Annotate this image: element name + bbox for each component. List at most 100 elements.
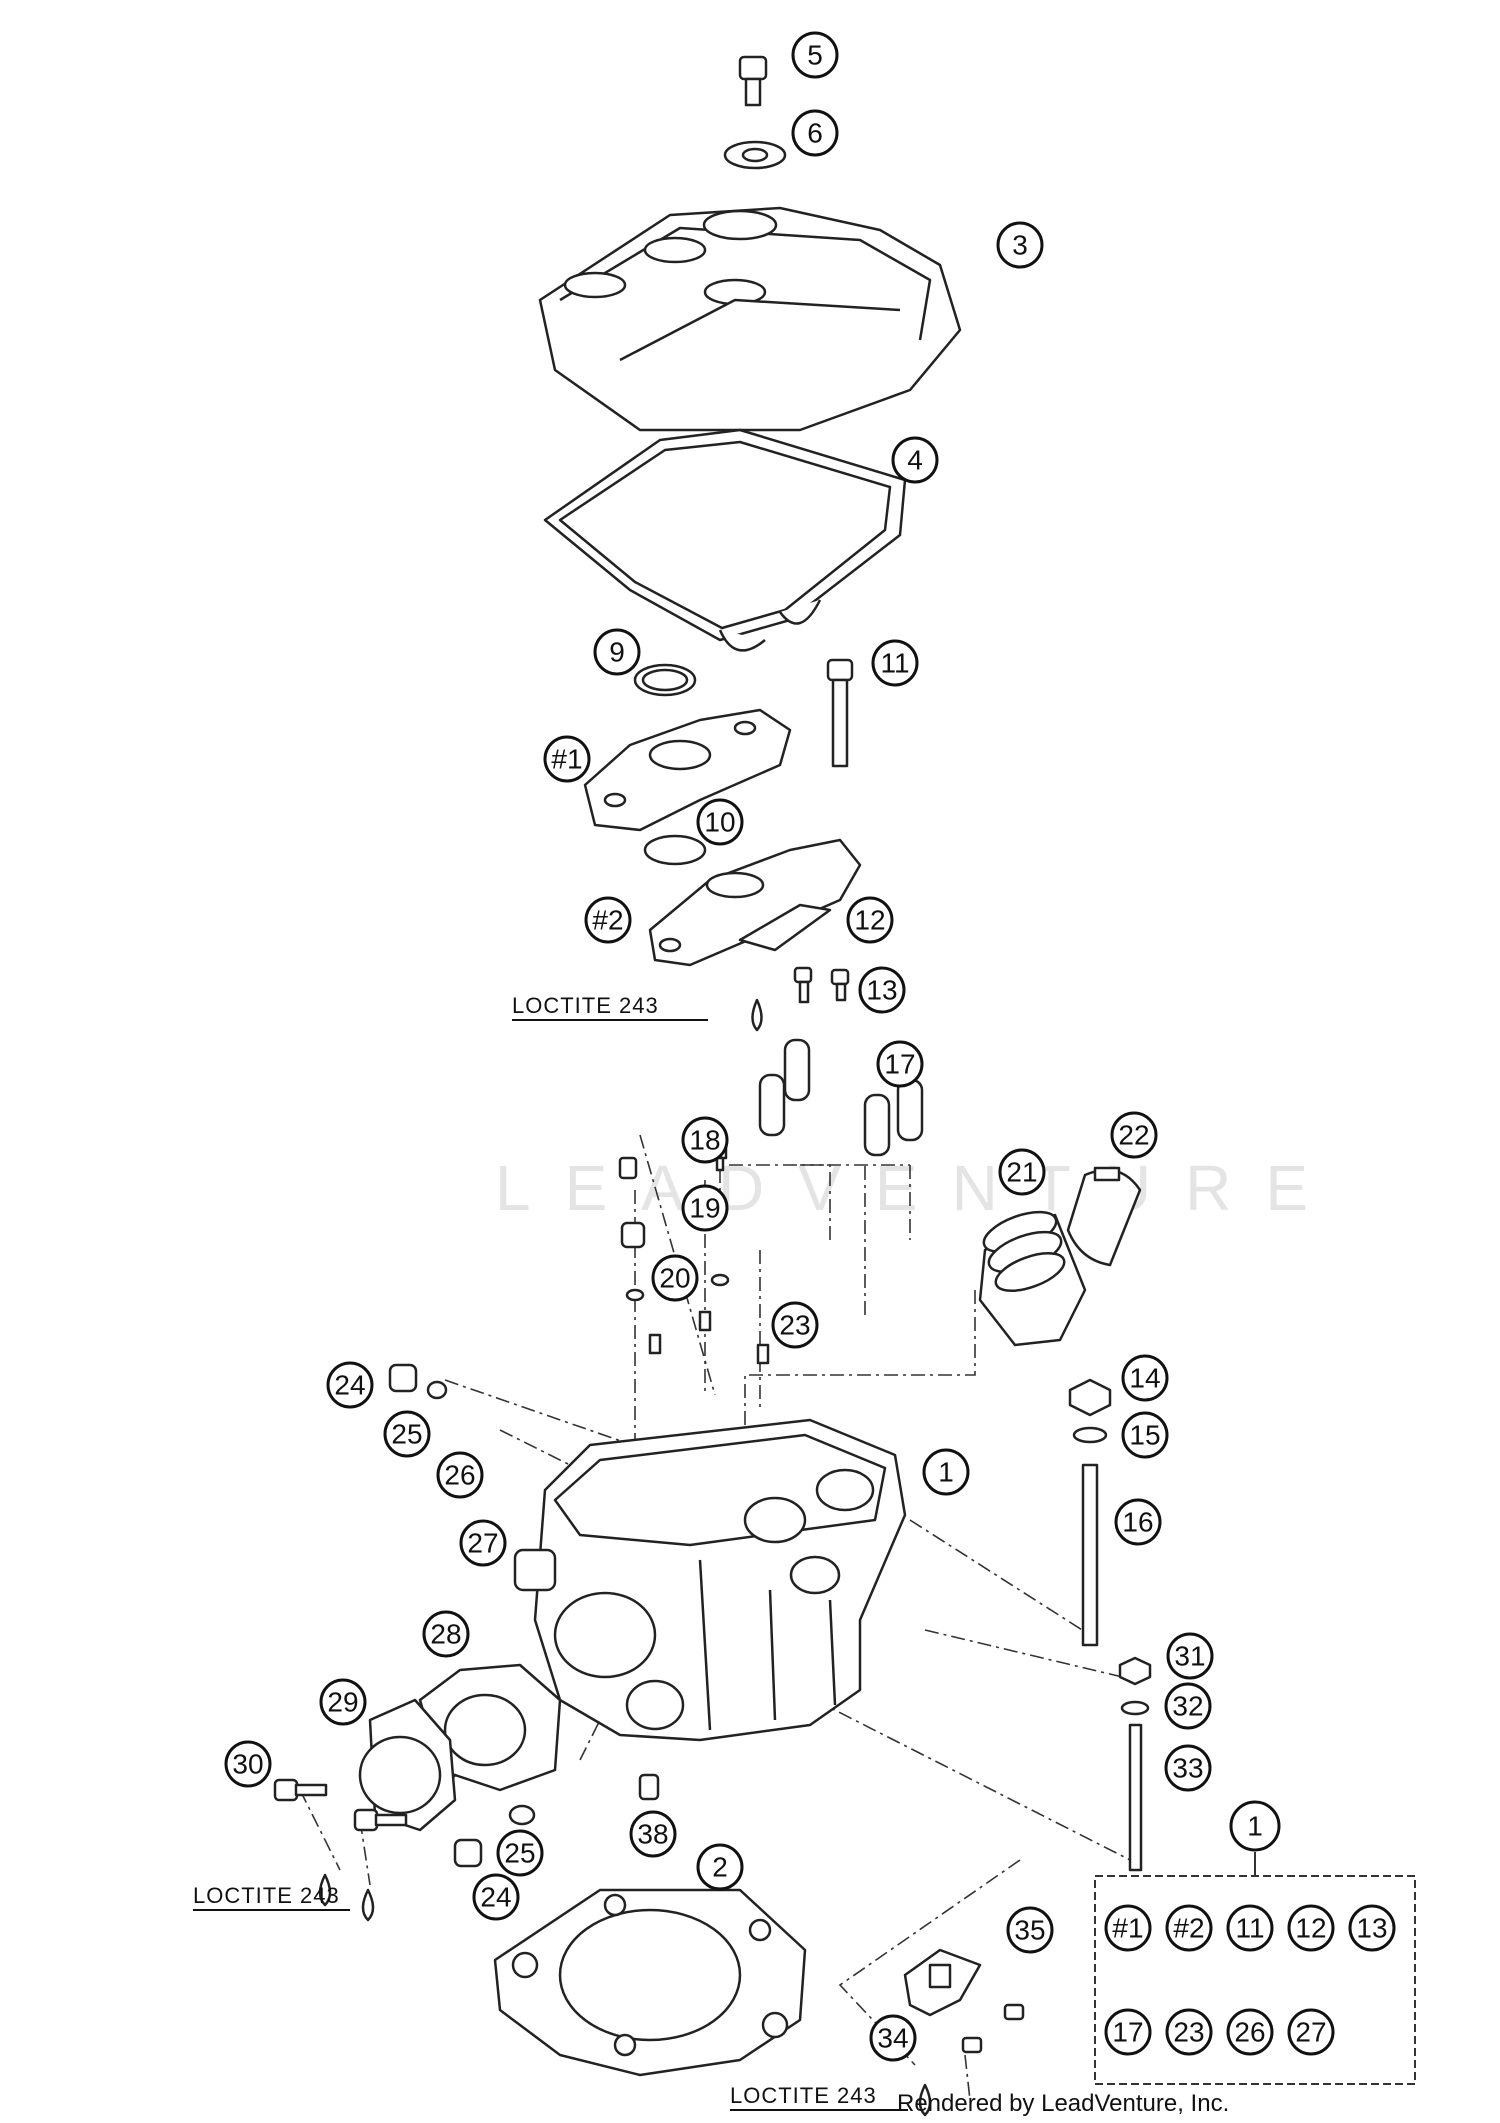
callout-38-32-circle: [629, 1810, 677, 1858]
callout-5-0-circle: [791, 31, 839, 79]
part-bolt-5: [738, 55, 768, 107]
callout-1-21-circle: [922, 1448, 970, 1496]
callout-30-28: 30: [224, 1740, 272, 1788]
kit-callout-23-label: 23: [1173, 2017, 1204, 2048]
callout-3-2-label: 3: [1012, 230, 1028, 261]
kit-callout-12-label: 12: [1295, 1913, 1326, 1944]
callout-2-35-circle: [696, 1843, 744, 1891]
kit-callout-sub2: #2: [1165, 1904, 1213, 1952]
callout-30-28-circle: [224, 1740, 272, 1788]
callout-2-35-label: 2: [712, 1852, 728, 1883]
callout-19-13: 19: [681, 1184, 729, 1232]
kit-callout-11: 11: [1226, 1904, 1274, 1952]
loctite-note-top: LOCTITE 243: [512, 993, 659, 1018]
callout-9-4: 9: [593, 628, 641, 676]
callout-31-29-label: 31: [1174, 1641, 1205, 1672]
kit-callout-17-circle: [1104, 2008, 1152, 2056]
part-exhaust-gasket-28: [418, 1663, 562, 1792]
callout-13-10-circle: [858, 966, 906, 1014]
callout-16-20: 16: [1114, 1498, 1162, 1546]
callout-15-19-circle: [1121, 1411, 1169, 1459]
callout-25-33-label: 25: [504, 1838, 535, 1869]
callout-14-18: 14: [1121, 1354, 1169, 1402]
callout-27-25-circle: [459, 1519, 507, 1567]
part-washer-6: [723, 140, 787, 170]
callout-18-12-circle: [681, 1116, 729, 1164]
callout-10-7: 10: [696, 798, 744, 846]
kit-title-callout-circle: [1229, 1800, 1281, 1852]
kit-title-callout-label: 1: [1247, 1811, 1263, 1842]
callout-5-0: 5: [791, 31, 839, 79]
callout-15-19: 15: [1121, 1411, 1169, 1459]
loctite-note-left: LOCTITE 243: [193, 1883, 340, 1908]
kit-callout-17-label: 17: [1112, 2017, 1143, 2048]
part-oring-25-bottom: [508, 1804, 536, 1826]
kit-callout-27-circle: [1287, 2008, 1335, 2056]
part-cover-34: [903, 1948, 982, 2017]
callout-29-27: 29: [319, 1678, 367, 1726]
callout-1-21: 1: [922, 1448, 970, 1496]
callout-26-24-circle: [436, 1451, 484, 1499]
callout-9-4-label: 9: [609, 637, 625, 668]
callout-22-16: 22: [1110, 1111, 1158, 1159]
callout-35-36-label: 35: [1014, 1915, 1045, 1946]
part-pin-38: [638, 1773, 660, 1801]
part-drop-loctite-bottom: [918, 2083, 932, 2117]
callout-17-11-label: 17: [884, 1049, 915, 1080]
callout-25-33: 25: [496, 1829, 544, 1877]
part-bolts-30: [273, 1778, 408, 1832]
kit-callout-11-label: 11: [1235, 1913, 1264, 1944]
callout-24-22-label: 24: [334, 1370, 365, 1401]
callout-25-23-label: 25: [391, 1419, 422, 1450]
callout-22-16-label: 22: [1118, 1120, 1149, 1151]
callout-34-37-label: 34: [877, 2023, 908, 2054]
kit-callout-17: 17: [1104, 2008, 1152, 2056]
part-washer-15: [1072, 1426, 1108, 1444]
callout-12-9-circle: [846, 896, 894, 944]
part-oring-9: [633, 663, 697, 697]
kit-callout-12-circle: [1287, 1904, 1335, 1952]
callout-10-7-label: 10: [704, 807, 735, 838]
callout-32-30-circle: [1164, 1682, 1212, 1730]
kit-callout-26-label: 26: [1234, 2017, 1265, 2048]
callout-3-2-circle: [996, 221, 1044, 269]
callout-18-12-label: 18: [689, 1125, 720, 1156]
kit-callout-13-label: 13: [1356, 1913, 1387, 1944]
kit-callout-sub1-label: #1: [1112, 1913, 1143, 1944]
callout-26-24-label: 26: [444, 1460, 475, 1491]
callout-38-32-label: 38: [637, 1819, 668, 1850]
kit-title-callout: 1: [1229, 1800, 1281, 1852]
callout-20-14-circle: [651, 1254, 699, 1302]
callout-12-9: 12: [846, 896, 894, 944]
callout-23-17: 23: [771, 1301, 819, 1349]
callout-25-23-circle: [383, 1410, 431, 1458]
callout-20-14: 20: [651, 1254, 699, 1302]
part-washers-20: [625, 1273, 730, 1302]
callout-32-30: 32: [1164, 1682, 1212, 1730]
callout-13-10-label: 13: [866, 975, 897, 1006]
callout-22-16-circle: [1110, 1111, 1158, 1159]
callout-4-3-label: 4: [907, 445, 923, 476]
part-stud-33: [1128, 1723, 1143, 1872]
callout-28-26: 28: [422, 1610, 470, 1658]
callout-14-18-label: 14: [1129, 1363, 1160, 1394]
loctite-note-bottom: LOCTITE 243: [730, 2083, 877, 2108]
part-screws-35: [961, 2003, 1025, 2054]
callout-9-4-circle: [593, 628, 641, 676]
callout-29-27-circle: [319, 1678, 367, 1726]
callout-21-15: 21: [998, 1148, 1046, 1196]
part-gasket-4: [543, 428, 907, 652]
callout-15-19-label: 15: [1129, 1420, 1160, 1451]
kit-callout-sub2-label: #2: [1173, 1913, 1204, 1944]
part-plug-24-top: [388, 1363, 448, 1400]
callout-5-0-label: 5: [807, 40, 823, 71]
callout-26-24: 26: [436, 1451, 484, 1499]
callout-23-17-circle: [771, 1301, 819, 1349]
callout-18-12: 18: [681, 1116, 729, 1164]
callout-35-36-circle: [1006, 1906, 1054, 1954]
part-plate-12: [738, 903, 832, 952]
callout-sub1-6: #1: [543, 735, 591, 783]
callout-20-14-label: 20: [659, 1263, 690, 1294]
callout-35-36: 35: [1006, 1906, 1054, 1954]
